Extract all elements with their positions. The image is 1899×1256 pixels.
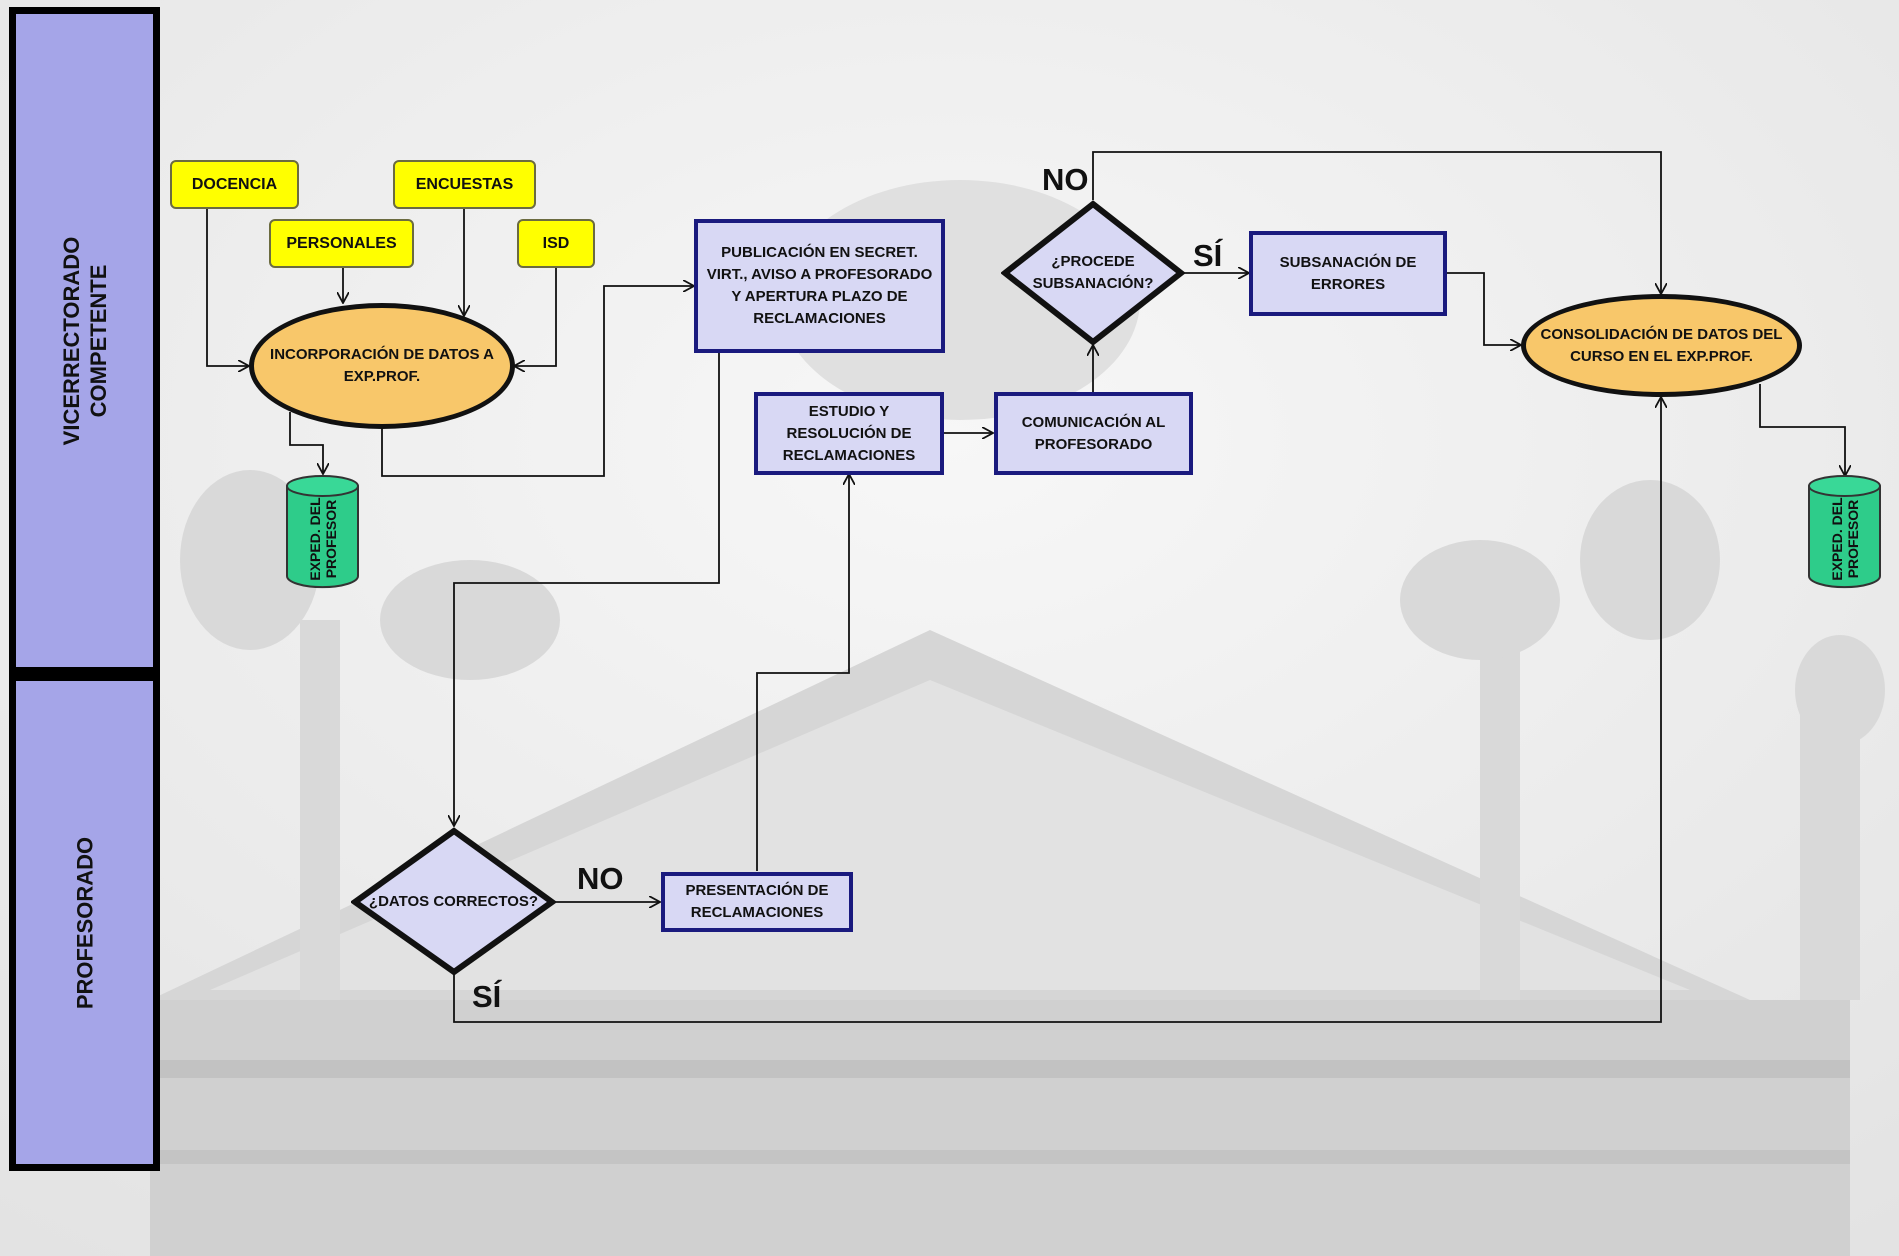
edge-subsanacion-consolidacion: [1446, 272, 1521, 345]
edge-procede-consolidacion: [1092, 151, 1661, 294]
procede-decision: ¿PROCEDE SUBSANACIÓN?: [1001, 200, 1185, 346]
presentacion-box: PRESENTACIÓN DE RECLAMACIONES: [661, 872, 853, 932]
comunicacion-box: COMUNICACIÓN AL PROFESORADO: [994, 392, 1193, 475]
incorporacion-ellipse: INCORPORACIÓN DE DATOS A EXP.PROF.: [249, 303, 515, 429]
procede-si-label: SÍ: [1193, 238, 1223, 273]
estudio-box: ESTUDIO Y RESOLUCIÓN DE RECLAMACIONES: [754, 392, 944, 475]
lane-vicerrectorado: VICERRECTORADO COMPETENTE: [9, 7, 160, 674]
procede-no-label: NO: [1042, 162, 1089, 197]
database-cylinder-icon: [1808, 475, 1881, 589]
lane-profesorado: PROFESORADO: [9, 674, 160, 1171]
edge-incorporacion-expediente: [289, 412, 323, 474]
source-encuestas: ENCUESTAS: [393, 160, 536, 209]
edge-isd-incorporacion: [514, 268, 557, 366]
edge-incorporacion-publicacion: [381, 286, 694, 477]
datos-correctos-decision-label: ¿DATOS CORRECTOS?: [368, 892, 539, 910]
source-isd: ISD: [517, 219, 595, 268]
subsanacion-box: SUBSANACIÓN DE ERRORES: [1249, 231, 1447, 316]
procede-diamond-shape: [1001, 200, 1185, 346]
source-personales: PERSONALES: [269, 219, 414, 268]
expediente-profesor-storage-2: EXPED. DEL PROFESOR: [1806, 474, 1883, 590]
edge-publicacion-datoscorrectos: [454, 352, 720, 826]
edge-presentacion-estudio: [756, 474, 849, 871]
datos-correctos-diamond-shape: [351, 827, 556, 976]
publicacion-box: PUBLICACIÓN EN SECRET. VIRT., AVISO A PR…: [694, 219, 945, 353]
datos-si-label: SÍ: [472, 979, 502, 1014]
edge-datoscorrectos-consolidacion: [453, 397, 1661, 1023]
edge-consolidacion-expediente: [1759, 384, 1845, 476]
database-cylinder-icon: [286, 475, 359, 589]
edge-docencia-incorporacion: [206, 209, 249, 366]
procede-decision-label: ¿PROCEDE SUBSANACIÓN?: [1032, 253, 1154, 292]
datos-no-label: NO: [577, 861, 624, 896]
expediente-label: EXPED. DEL PROFESOR: [1828, 497, 1861, 581]
source-docencia: DOCENCIA: [170, 160, 299, 209]
expediente-label: EXPED. DEL PROFESOR: [306, 497, 339, 581]
datos-correctos-decision: ¿DATOS CORRECTOS?: [351, 827, 556, 976]
consolidacion-ellipse: CONSOLIDACIÓN DE DATOS DEL CURSO EN EL E…: [1521, 294, 1802, 397]
expediente-profesor-storage-1: EXPED. DEL PROFESOR: [284, 474, 361, 590]
